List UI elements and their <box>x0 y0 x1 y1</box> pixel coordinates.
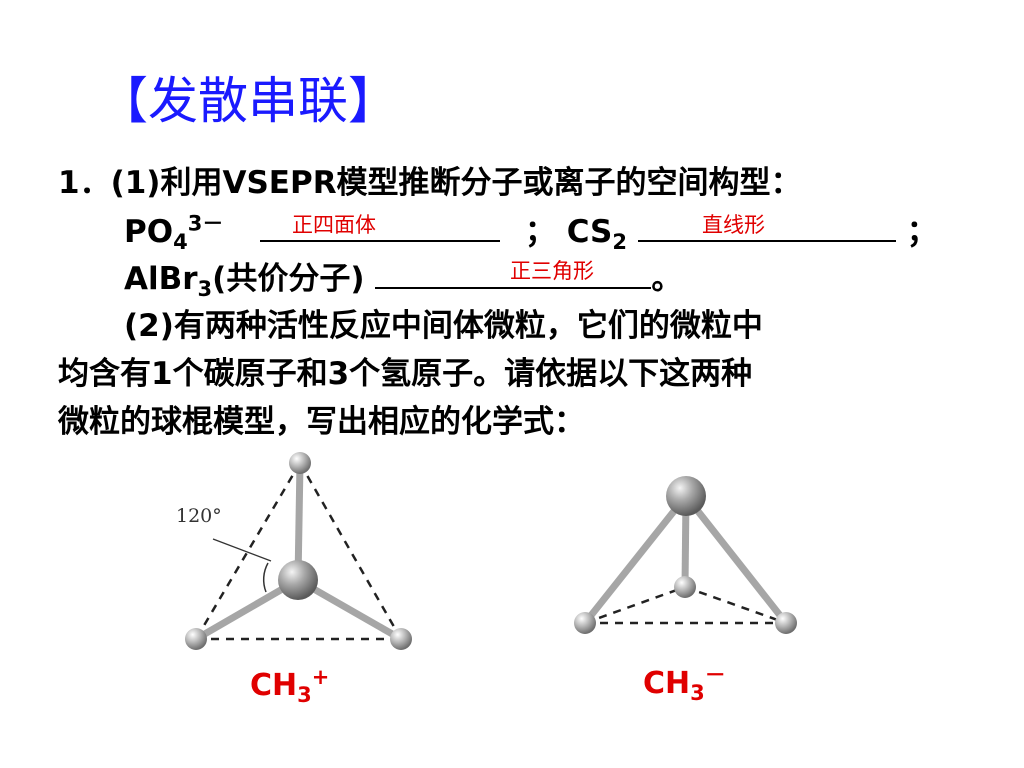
angle-label: 120° <box>176 505 222 527</box>
cs2-formula: CS2 <box>566 214 627 255</box>
ch3-plus-formula: CH3+ <box>250 665 330 707</box>
po4-formula: PO43－ <box>124 211 224 255</box>
question-line-2: PO43－ ； CS2 ； <box>124 211 938 255</box>
semicolon: ； <box>524 214 556 250</box>
blank-cs2[interactable] <box>637 212 896 242</box>
hydrogen-atom <box>390 628 412 650</box>
hydrogen-atom <box>185 628 207 650</box>
section-heading: 【发散串联】 <box>98 72 398 130</box>
question-line-1: 1．(1)利用VSEPR模型推断分子或离子的空间构型： <box>58 165 802 201</box>
hydrogen-atom <box>674 576 696 598</box>
ch3-minus-formula: CH3－ <box>643 663 726 705</box>
semicolon: ； <box>906 214 938 250</box>
carbon-atom <box>666 476 706 516</box>
part2-line-2: 均含有1个碳原子和3个氢原子。请依据以下这两种 <box>58 356 753 392</box>
albr3-formula: AlBr3 <box>124 261 213 302</box>
answer-albr3: 正三角形 <box>510 259 594 283</box>
answer-cs2: 直线形 <box>702 213 765 237</box>
ball-stick-models <box>185 452 797 650</box>
part2-line-3: 微粒的球棍模型，写出相应的化学式： <box>58 404 585 440</box>
hydrogen-atom <box>289 452 311 474</box>
blank-albr3[interactable] <box>375 259 652 289</box>
ch3-plus-model <box>185 452 412 650</box>
part2-line-1: (2)有两种活性反应中间体微粒，它们的微粒中 <box>124 308 763 344</box>
blank-po4[interactable] <box>260 212 501 242</box>
carbon-atom <box>278 560 318 600</box>
period: 。 <box>651 261 683 297</box>
hydrogen-atom <box>574 612 596 634</box>
answer-po4: 正四面体 <box>292 213 376 237</box>
question-line-3: AlBr3(共价分子) 。 <box>124 259 683 302</box>
ch3-minus-model <box>574 476 797 634</box>
hydrogen-atom <box>775 612 797 634</box>
